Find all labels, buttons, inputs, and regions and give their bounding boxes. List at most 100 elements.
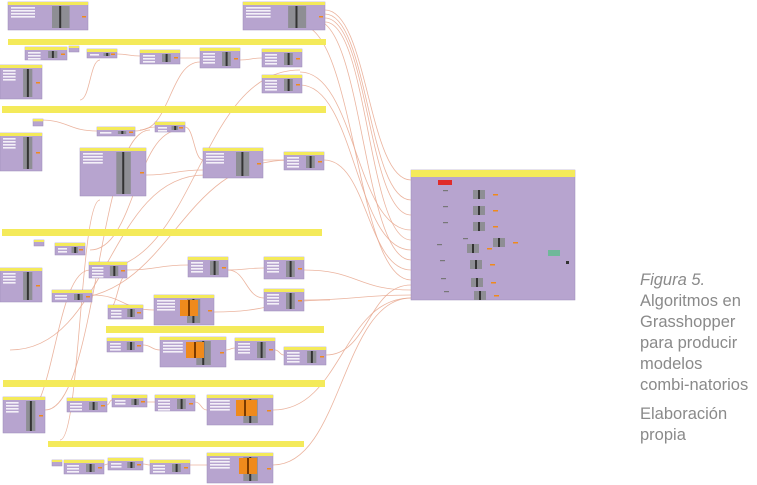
input-param <box>115 400 126 402</box>
component-node-divider <box>26 69 29 97</box>
main-group-header <box>411 170 575 177</box>
input-param <box>58 248 67 250</box>
output-param <box>121 270 125 272</box>
wire <box>324 13 412 201</box>
group-header <box>284 152 324 155</box>
wire <box>272 297 412 411</box>
group-header <box>108 458 143 461</box>
wire <box>324 17 412 216</box>
input-param <box>3 141 16 143</box>
output-param <box>36 82 40 84</box>
output-param <box>487 248 492 250</box>
input-param <box>287 355 300 357</box>
figure-source: Elaboración propia <box>640 405 728 444</box>
group-header <box>154 295 214 298</box>
input-param <box>287 358 300 360</box>
alert-indicator <box>438 180 452 185</box>
group-header <box>155 122 185 125</box>
input-param <box>210 461 230 463</box>
group-header <box>262 75 302 78</box>
output-param <box>267 410 271 412</box>
input-param <box>287 352 300 354</box>
input-param <box>157 300 175 302</box>
output-param <box>494 295 499 297</box>
output-param <box>493 226 498 228</box>
grasshopper-definition-canvas <box>0 1 576 484</box>
wire <box>116 53 141 57</box>
output-param <box>111 53 115 55</box>
output-param <box>174 57 178 59</box>
group-header <box>97 127 135 130</box>
wire <box>126 264 189 271</box>
component-node-divider <box>472 244 474 253</box>
input-param <box>267 265 279 267</box>
group-header <box>80 148 146 151</box>
input-param <box>11 7 35 9</box>
input-param <box>246 13 271 15</box>
component-node-divider <box>310 351 313 363</box>
wire <box>323 159 412 271</box>
component-node-divider <box>51 51 54 58</box>
wire <box>59 199 101 441</box>
group-header <box>0 133 42 136</box>
input-param <box>115 403 126 405</box>
component-node-divider <box>478 206 480 215</box>
group-header <box>284 347 326 350</box>
input-param <box>210 467 230 469</box>
input-param <box>70 406 82 408</box>
input-param <box>153 465 165 467</box>
group-header <box>160 337 226 340</box>
input-param <box>83 159 103 161</box>
wire <box>227 267 265 271</box>
component-node-divider <box>289 261 292 277</box>
component-node-divider <box>74 247 77 253</box>
group-header <box>52 290 92 293</box>
group-header <box>235 338 275 341</box>
wire <box>272 297 412 466</box>
input-param <box>110 349 121 351</box>
component-node-divider <box>295 6 298 28</box>
output-param <box>296 84 300 86</box>
input-param <box>265 54 277 56</box>
component-node-divider <box>121 131 124 134</box>
output-param <box>222 267 226 269</box>
component-node-divider <box>309 156 312 168</box>
output-param <box>208 310 212 312</box>
input-param <box>143 61 155 63</box>
input-param <box>463 238 468 240</box>
solver-divider <box>194 342 196 358</box>
output-param <box>101 405 105 407</box>
input-param <box>191 262 203 264</box>
output-param <box>220 352 224 354</box>
component-node-divider <box>478 222 480 231</box>
component-node-divider <box>89 464 92 472</box>
solver-divider <box>188 300 190 316</box>
group-header <box>107 338 143 341</box>
component-node-divider <box>213 261 216 275</box>
output-param <box>36 152 40 154</box>
input-param <box>157 309 175 311</box>
component-node-divider <box>106 53 109 56</box>
input-param <box>143 58 155 60</box>
input-param <box>158 130 167 132</box>
input-param <box>191 265 203 267</box>
output-param <box>141 401 145 403</box>
group-header <box>140 50 180 53</box>
component-node-divider <box>29 401 32 431</box>
output-param <box>184 467 188 469</box>
group-header <box>8 2 88 5</box>
input-param <box>441 278 446 280</box>
input-param <box>246 7 271 9</box>
input-param <box>28 58 41 60</box>
group-title-band <box>3 380 325 387</box>
main-group <box>410 169 576 301</box>
input-param <box>90 54 99 56</box>
output-param <box>39 415 43 417</box>
output-param <box>179 127 183 129</box>
input-param <box>158 403 170 405</box>
solver-divider <box>247 458 249 474</box>
wire <box>299 71 412 231</box>
input-param <box>267 303 279 305</box>
output-param <box>234 58 238 60</box>
input-param <box>265 83 277 85</box>
